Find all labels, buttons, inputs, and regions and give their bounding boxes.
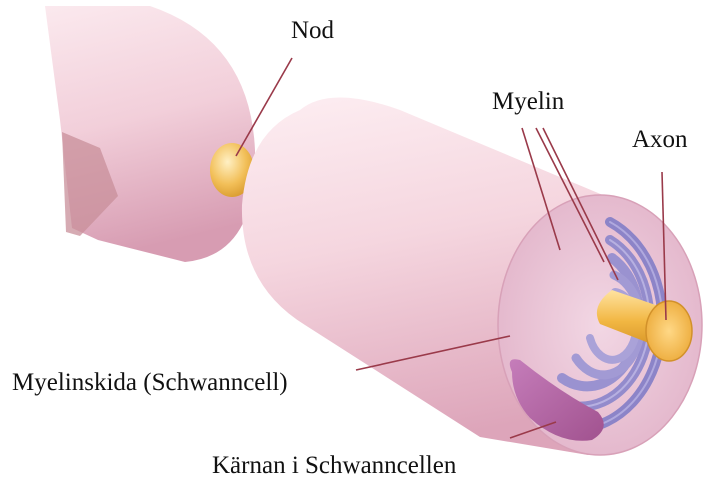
- label-myelin: Myelin: [492, 89, 564, 114]
- label-sheath: Myelinskida (Schwanncell): [12, 370, 288, 395]
- axon-end: [646, 301, 692, 361]
- label-node: Nod: [291, 18, 334, 43]
- label-nucleus: Kärnan i Schwanncellen: [212, 453, 456, 478]
- label-axon: Axon: [632, 127, 688, 152]
